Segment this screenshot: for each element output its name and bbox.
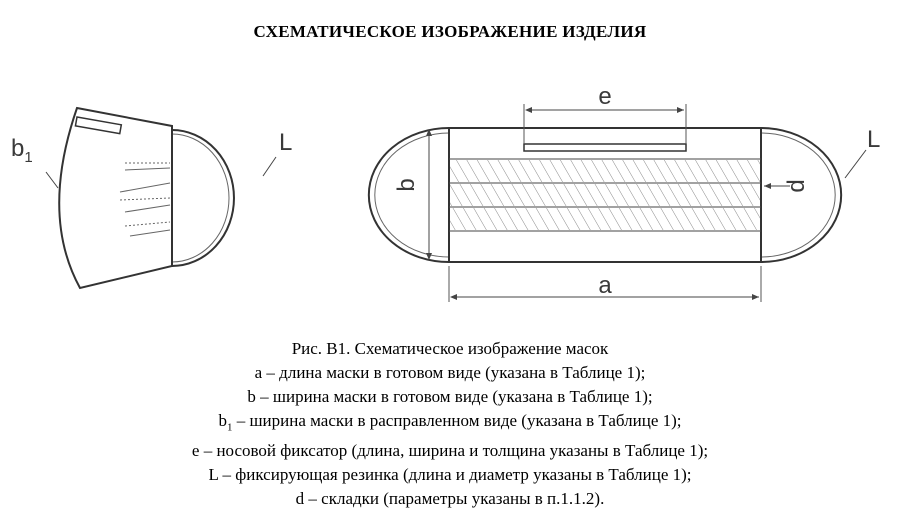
front-elastic-loop-left bbox=[367, 127, 450, 263]
side-view: b1 L bbox=[11, 106, 292, 290]
front-nose-clip bbox=[523, 143, 687, 152]
label-e: e bbox=[598, 83, 611, 110]
label-b: b bbox=[393, 178, 420, 191]
label-front-L: L bbox=[867, 126, 880, 153]
mask-diagram: b1 L e b d bbox=[11, 83, 880, 302]
caption-line-b1: b1 – ширина маски в расправленном виде (… bbox=[218, 411, 682, 434]
side-pleats bbox=[119, 162, 171, 237]
label-b1: b1 bbox=[11, 135, 33, 166]
label-side-L: L bbox=[279, 129, 292, 156]
front-view: e b d a L bbox=[367, 83, 880, 302]
label-a: a bbox=[598, 272, 612, 299]
side-mask-body bbox=[58, 106, 173, 290]
caption-line-d: d – складки (параметры указаны в п.1.1.2… bbox=[295, 489, 605, 509]
caption-line-e: e – носовой фиксатор (длина, ширина и то… bbox=[191, 441, 709, 461]
caption-line-L: L – фиксирующая резинка (длина и диаметр… bbox=[208, 465, 692, 485]
front-elastic-loop-right bbox=[760, 127, 843, 263]
side-elastic-loop bbox=[171, 129, 235, 267]
caption-line-a: a – длина маски в готовом виде (указана … bbox=[254, 363, 646, 382]
front-pleats bbox=[449, 158, 761, 232]
label-d: d bbox=[783, 179, 810, 192]
figure-caption: Рис. В1. Схематическое изображение масок… bbox=[0, 337, 900, 511]
page-title: СХЕМАТИЧЕСКОЕ ИЗОБРАЖЕНИЕ ИЗДЕЛИЯ bbox=[253, 22, 647, 41]
side-nose-clip bbox=[74, 116, 123, 135]
caption-heading: Рис. В1. Схематическое изображение масок bbox=[291, 339, 609, 358]
caption-line-b: b – ширина маски в готовом виде (указана… bbox=[247, 387, 653, 406]
